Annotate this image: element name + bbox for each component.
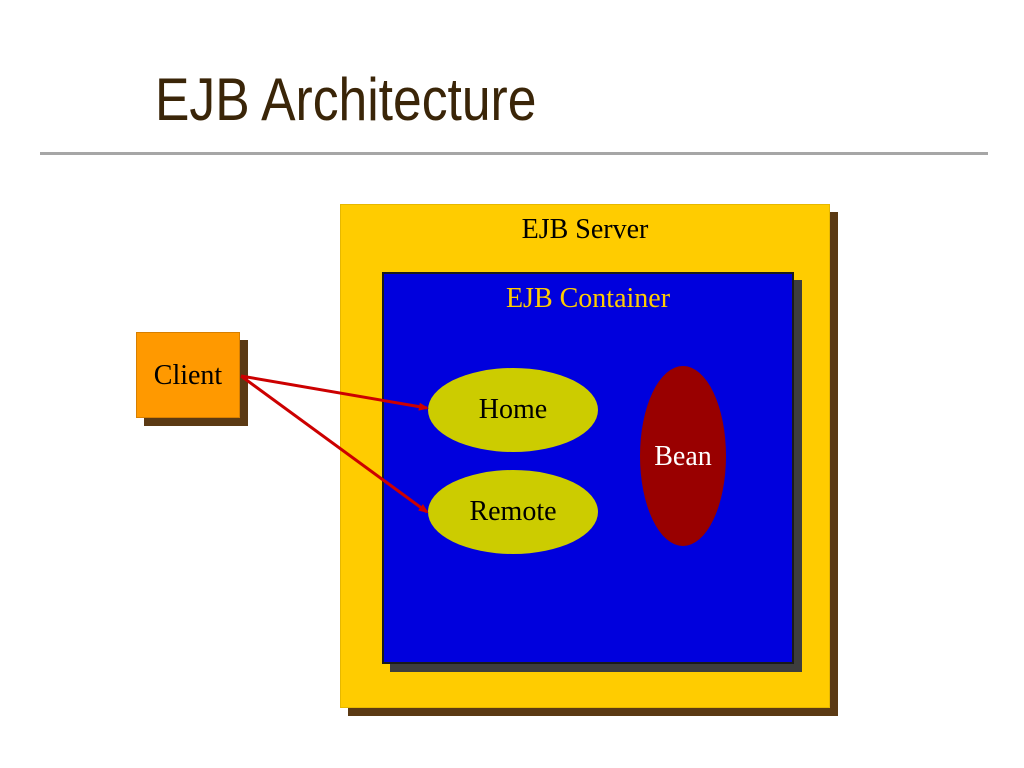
- remote-label: Remote: [469, 496, 557, 527]
- slide-title: EJB Architecture: [155, 66, 537, 133]
- bean-label: Bean: [654, 441, 712, 472]
- home-label: Home: [478, 394, 548, 425]
- client-box: [136, 332, 240, 418]
- client-label: Client: [153, 360, 223, 391]
- title-divider: [40, 152, 988, 155]
- ejb-container-label: EJB Container: [505, 283, 671, 314]
- bean-node: [640, 366, 726, 546]
- home-interface-node: [428, 368, 598, 452]
- arrow-client-to-remote: [240, 374, 429, 514]
- remote-interface-node: [428, 470, 598, 554]
- ejb-server-label: EJB Server: [521, 214, 649, 245]
- arrow-client-to-home: [240, 374, 429, 411]
